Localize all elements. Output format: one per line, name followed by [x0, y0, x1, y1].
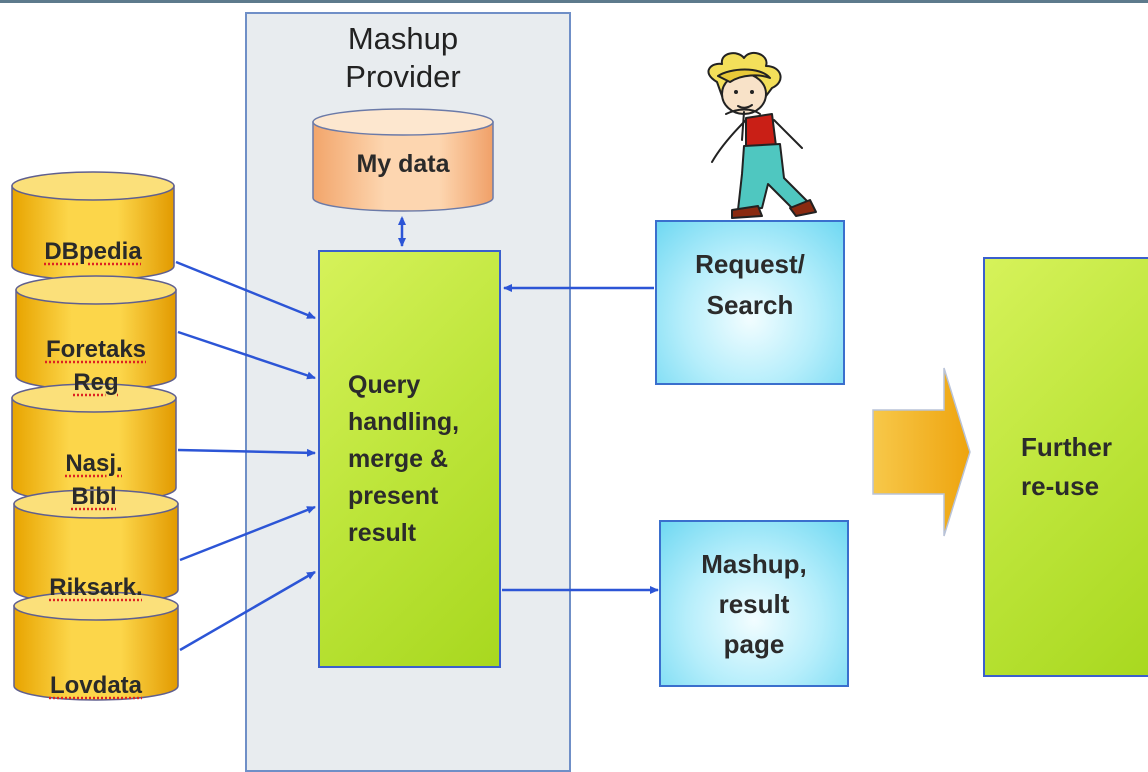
request-search-label: Request/ Search [695, 249, 805, 320]
cylinder-lovdata [13, 591, 179, 701]
nasj-bibl-label: Nasj. Bibl [12, 414, 176, 513]
cylinder-foretaks-reg [15, 275, 177, 391]
dbpedia-text: DBpedia [44, 238, 142, 265]
cylinder-nasj-bibl [11, 383, 177, 503]
person-figure [707, 51, 817, 219]
riksark-label: Riksark. [14, 540, 178, 604]
riksark-text: Riksark. [49, 574, 143, 601]
foretaks-reg-text: Foretaks Reg [45, 336, 147, 396]
my-data-label: My data [356, 150, 450, 178]
mashup-provider-title: Mashup Provider [345, 21, 461, 94]
lovdata-text: Lovdata [49, 672, 142, 699]
arrow-riksark-to-query [179, 505, 316, 562]
request-search-box: Request/ Search [655, 220, 845, 385]
arrow-dbpedia-to-query [175, 260, 316, 320]
query-handling-box: Query handling, merge & present result [318, 250, 501, 668]
further-reuse-box: Further re-use [983, 257, 1148, 677]
mashup-result-page-box: Mashup, result page [659, 520, 849, 687]
lovdata-label: Lovdata [14, 638, 178, 702]
arrow-lovdata-to-query [179, 570, 316, 652]
arrow-foretaks-to-query [177, 330, 316, 380]
cylinder-riksark [13, 489, 179, 605]
query-handling-label: Query handling, merge & present result [348, 370, 460, 547]
foretaks-reg-label: Foretaks Reg [16, 300, 176, 399]
arrow-nasj-to-query [177, 448, 316, 457]
mashup-result-page-label: Mashup, result page [701, 548, 807, 659]
my-data-cylinder [312, 108, 494, 212]
cylinder-dbpedia [11, 171, 175, 281]
top-border [0, 0, 1148, 3]
further-reuse-arrow [872, 367, 971, 537]
further-reuse-label: Further re-use [1021, 432, 1112, 501]
dbpedia-label: DBpedia [12, 204, 174, 268]
nasj-bibl-text: Nasj. Bibl [65, 450, 123, 510]
